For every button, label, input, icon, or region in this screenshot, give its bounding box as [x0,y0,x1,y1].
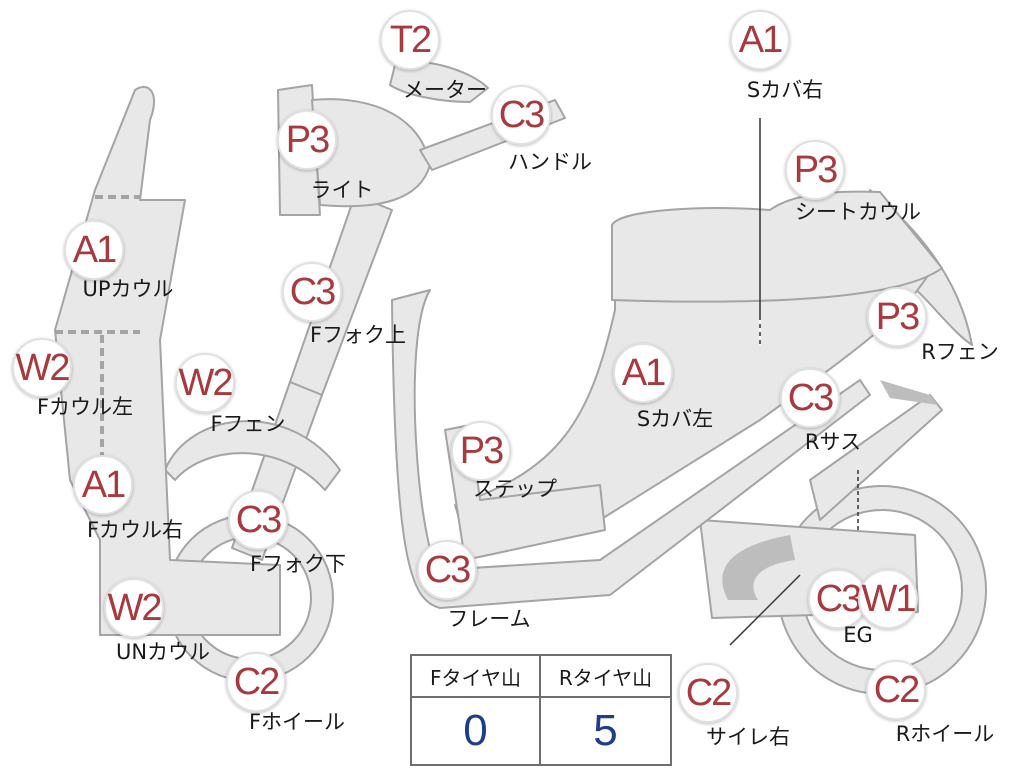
part-name-label: メーター [403,78,487,102]
part-code-badge: C2 [226,652,286,712]
part-name-label: シートカウル [795,200,921,224]
part-code-badge: C3 [417,540,477,600]
front-fender [164,420,341,491]
part-code-badge: P3 [785,140,845,200]
part-code: C3 [235,499,283,541]
part-code: C2 [873,669,921,711]
part-code: W1 [861,578,917,620]
part-code: C2 [685,672,733,714]
part-name-label: Fカウル左 [36,395,134,419]
part-code-badge: W2 [175,353,235,413]
part-code: C3 [289,271,337,313]
part-name-label: Fフォク下 [249,552,347,576]
rear-suspension [809,394,943,521]
part-code: W2 [107,587,163,629]
part-code-badge: P3 [867,287,927,347]
part-code-badge: C2 [866,660,926,720]
part-name-label: サイレ右 [706,725,790,749]
part-name-label: EG [843,623,873,647]
part-name-label: Sカバ左 [636,407,714,431]
part-code-badge: W1 [858,569,918,629]
part-name-label: フレーム [447,607,531,631]
part-code-badge: P3 [451,421,511,481]
part-name-label: Fホイール [248,710,346,734]
part-name-label: ステップ [473,477,557,501]
part-name-label: Fカウル右 [86,518,184,542]
part-code: C3 [815,578,863,620]
part-code: W2 [178,362,234,404]
part-code: A1 [81,464,127,506]
part-code: P3 [285,119,331,161]
part-code: C3 [787,377,835,419]
part-code: T2 [389,19,432,61]
part-code: C3 [498,94,546,136]
part-code: P3 [875,296,921,338]
part-code: A1 [72,229,118,271]
part-code-badge: C3 [228,490,288,550]
part-code: A1 [621,352,667,394]
part-code: W2 [15,347,71,389]
muffler-pipe [722,535,795,600]
part-name-label: UPカウル [82,277,174,301]
front-tire-value: 0 [412,698,541,764]
part-name-label: Fフェン [210,412,286,436]
part-name-label: ハンドル [508,150,592,174]
part-name-label: Rフェン [921,340,999,364]
part-name-label: Sカバ右 [746,78,824,102]
part-code-badge: C3 [780,368,840,428]
part-name-label: Rサス [804,430,862,454]
part-code-badge: A1 [613,343,673,403]
part-code-badge: P3 [277,110,337,170]
part-code-badge: C2 [678,663,738,723]
part-code-badge: C3 [282,262,342,322]
part-code: C2 [233,661,281,703]
part-code-badge: A1 [64,220,124,280]
rear-tire-value: 5 [593,706,618,755]
front-tire-header: Fタイヤ山 [412,656,541,698]
part-code-badge: T2 [380,10,440,70]
seat [611,190,943,303]
tire-tread-table: Fタイヤ山 Rタイヤ山 0 5 [410,654,672,766]
part-name-label: ライト [310,178,374,202]
part-code: A1 [738,19,784,61]
part-code-badge: C3 [491,85,551,145]
part-name-label: Rホイール [895,722,995,746]
part-code: P3 [459,430,505,472]
rear-tire-header: Rタイヤ山 [541,656,670,698]
part-code-badge: A1 [73,455,133,515]
part-code: C3 [424,549,472,591]
part-name-label: UNカウル [115,640,211,664]
part-code: P3 [793,149,839,191]
part-code-badge: A1 [730,10,790,70]
part-code-badge: W2 [12,338,72,398]
part-name-label: Fフォク上 [309,323,407,347]
part-code-badge: W2 [104,578,164,638]
